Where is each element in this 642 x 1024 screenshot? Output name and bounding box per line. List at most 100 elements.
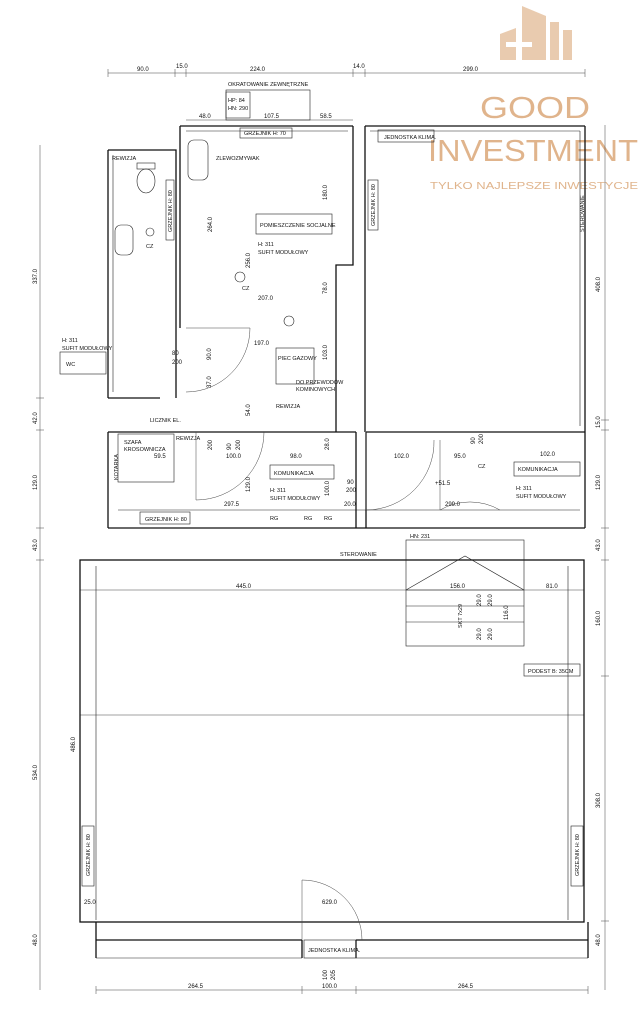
dim-left-2: 42.0	[33, 412, 39, 424]
label-sufit-2: SUFIT MODUŁOWY	[270, 496, 321, 502]
dim-100c: 100.0	[322, 984, 338, 990]
dim-right-3: 129.0	[596, 474, 602, 490]
label-kotarka: KOTARKA	[114, 454, 120, 480]
dim-top-3: 224.0	[250, 67, 266, 73]
radiator-kitchen	[239, 127, 293, 139]
label-stair: SKT 7x29	[458, 604, 464, 628]
label-grzejnik-80c: GRZEJNIK H: 80	[145, 517, 187, 523]
label-licznik: LICZNIK EL.	[150, 418, 181, 424]
dim-25: 25.0	[84, 900, 96, 906]
dim-102a: 102.0	[394, 454, 410, 460]
dim-left-1: 337.0	[33, 268, 39, 284]
wc-box	[59, 351, 107, 375]
radiator-right	[367, 179, 379, 231]
dim-486: 486.0	[71, 736, 77, 752]
label-komunikacja-1: KOMUNIKACJA	[274, 471, 314, 477]
dim-90b: 90	[227, 443, 233, 450]
label-sufit-1: SUFIT MODUŁOWY	[258, 250, 309, 256]
label-rewizja-3: REWIZJA	[176, 436, 200, 442]
dim-156: 156.0	[450, 584, 466, 590]
dim-20: 20.0	[344, 502, 356, 508]
corridor-tag-2	[513, 461, 581, 477]
dim-102b: 102.0	[540, 452, 556, 458]
dim-100d: 100	[323, 969, 329, 980]
label-hp: HP: 84	[228, 98, 245, 104]
dim-right-5: 160.0	[596, 610, 602, 626]
dim-left-5: 534.0	[33, 764, 39, 780]
walls	[79, 89, 589, 959]
staircase	[405, 539, 525, 647]
dim-264-5b: 264.5	[458, 984, 474, 990]
dim-29c: 29.0	[477, 628, 483, 640]
label-grzejnik-80a: GRZEJNIK H: 80	[168, 190, 174, 232]
dim-78: 78.0	[323, 282, 329, 294]
dim-upper-1: 48.0	[199, 114, 211, 120]
radiator-corridor	[139, 511, 191, 525]
dim-left-4: 43.0	[33, 539, 39, 551]
social-room-tag	[255, 213, 333, 235]
label-zlewozmywak: ZLEWOZMYWAK	[216, 156, 260, 162]
dim-90d: 90	[471, 437, 477, 444]
dim-299: 299.0	[445, 502, 461, 508]
gas-boiler	[275, 347, 315, 385]
dim-116: 116.0	[504, 605, 510, 620]
label-okratowanie: OKRATOWANIE ZEWNĘTRZNE	[228, 82, 309, 88]
landing	[523, 663, 581, 677]
dim-264-5a: 264.5	[188, 984, 204, 990]
label-h311-b: H: 311	[270, 488, 286, 494]
dim-28: 28.0	[325, 438, 331, 450]
label-rg-3: RG	[324, 516, 332, 522]
label-komunikacja-2: KOMUNIKACJA	[518, 467, 558, 473]
ac-unit-top	[377, 129, 435, 143]
label-krosownicza: KROSOWNICZA	[124, 447, 166, 453]
dim-445: 445.0	[236, 584, 252, 590]
dim-top-1: 90.0	[137, 67, 149, 73]
dim-100b: 100.0	[325, 480, 331, 496]
dim-197: 197.0	[254, 341, 270, 347]
label-grzejnik-80d: GRZEJNIK H: 80	[86, 834, 92, 876]
label-h311-c: H: 311	[516, 486, 532, 492]
label-ac-top: JEDNOSTKA KLIMA.	[384, 135, 437, 141]
dim-29d: 29.0	[488, 628, 494, 640]
ac-unit-bottom	[303, 939, 357, 959]
dim-upper-3: 58.5	[320, 114, 332, 120]
label-rewizja-1: REWIZJA	[112, 156, 136, 162]
logo-line-investment: INVESTMENT	[428, 133, 638, 168]
label-do-przewodow: DO PRZEWODÓW	[296, 379, 344, 386]
label-ac-bottom: JEDNOSTKA KLIMA.	[308, 948, 361, 954]
fixtures	[59, 127, 584, 959]
label-cz-2: CZ	[242, 286, 250, 292]
dim-95: 95.0	[454, 454, 466, 460]
label-rg-1: RG	[270, 516, 278, 522]
dim-right-1: 408.0	[596, 276, 602, 292]
dim-right-7: 48.0	[596, 934, 602, 946]
logo-tagline: TYLKO NAJLEPSZE INWESTYCJE	[430, 181, 638, 192]
ceiling-light	[283, 315, 295, 327]
dim-205: 205	[331, 969, 337, 980]
label-gas-boiler: PIEC GAZOWY	[278, 356, 317, 362]
dim-256: 256.0	[246, 252, 252, 268]
dim-200f: 200	[208, 439, 214, 450]
dim-59-5: 59.5	[154, 454, 166, 460]
label-sufit-wc: SUFIT MODUŁOWY	[62, 346, 113, 352]
bathroom-sink	[114, 224, 134, 256]
dim-100a: 100.0	[226, 454, 242, 460]
dim-54: 54.0	[246, 404, 252, 416]
dim-left-3: 129.0	[33, 474, 39, 490]
main-hall-walls	[79, 559, 585, 923]
radiator-hall-left	[81, 825, 95, 887]
ceiling-light	[234, 271, 246, 283]
radiator-hall-right	[570, 825, 584, 887]
toilet	[136, 168, 156, 194]
dim-200c: 200	[346, 488, 357, 494]
dim-48: 48.0	[33, 934, 39, 946]
dim-207: 207.0	[258, 296, 274, 302]
dim-81: 81.0	[546, 584, 558, 590]
label-grzejnik-80e: GRZEJNIK H: 80	[575, 834, 581, 876]
label-rewizja-2: REWIZJA	[276, 404, 300, 410]
dim-top-4: 14.0	[353, 64, 365, 70]
label-rg-2: RG	[304, 516, 312, 522]
label-hn231: HN: 231	[410, 534, 430, 540]
dim-37: 37.0	[207, 376, 213, 388]
corridor-tag-1	[269, 464, 335, 480]
